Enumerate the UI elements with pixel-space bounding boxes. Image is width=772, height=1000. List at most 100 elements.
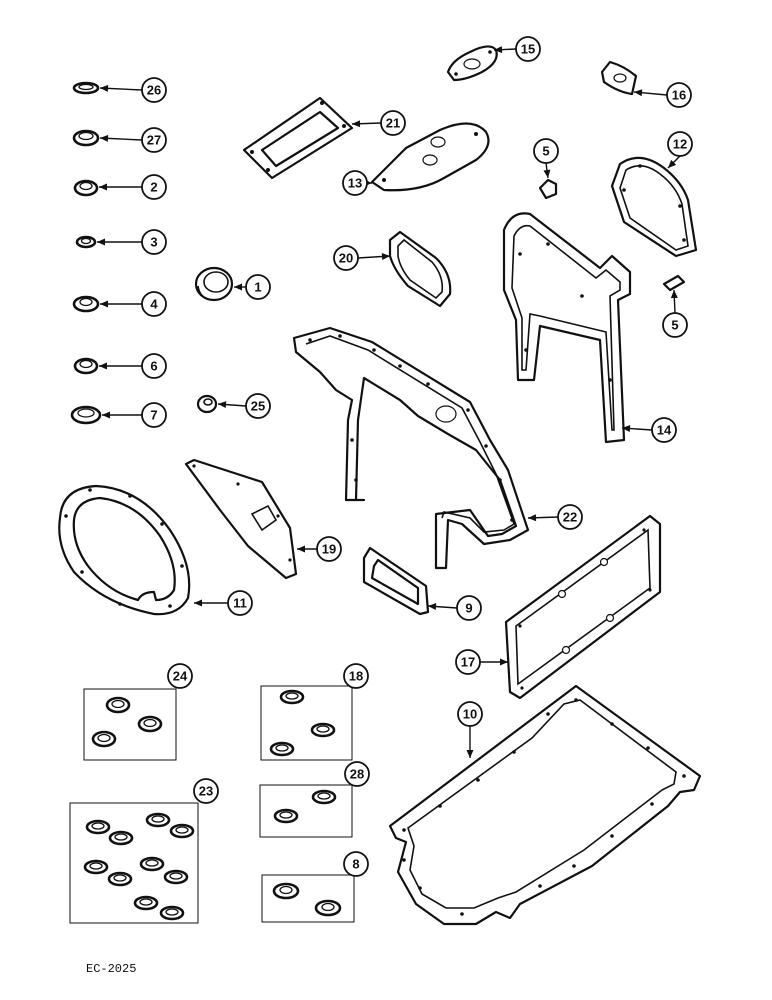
- svg-text:27: 27: [147, 133, 161, 148]
- svg-text:16: 16: [672, 88, 686, 103]
- callout-17: 17: [455, 649, 481, 675]
- gasket-19: [184, 458, 298, 580]
- callout-26: 26: [141, 77, 167, 103]
- callout-21: 21: [380, 110, 406, 136]
- svg-text:18: 18: [349, 669, 363, 684]
- svg-text:26: 26: [147, 83, 161, 98]
- pad-5-lower: [662, 274, 686, 292]
- callout-6: 6: [141, 353, 167, 379]
- gasket-13: [370, 122, 490, 192]
- lip-seal-1: [194, 266, 234, 302]
- pad-5-upper: [538, 178, 558, 200]
- svg-text:21: 21: [386, 116, 400, 131]
- callout-28: 28: [344, 761, 370, 787]
- callout-4: 4: [141, 291, 167, 317]
- svg-text:5: 5: [542, 144, 549, 159]
- svg-text:1: 1: [254, 280, 261, 295]
- callout-19: 19: [316, 536, 342, 562]
- arrowhead: [500, 658, 508, 666]
- callout-22: 22: [557, 504, 583, 530]
- seal-4: [72, 295, 100, 313]
- callout-24: 24: [167, 663, 193, 689]
- callout-12: 12: [667, 131, 693, 157]
- callout-14: 14: [651, 417, 677, 443]
- seal-3: [75, 235, 97, 249]
- callout-7: 7: [141, 402, 167, 428]
- arrowhead: [234, 283, 242, 291]
- arrowhead: [494, 46, 503, 54]
- arrowhead: [466, 750, 474, 758]
- gasket-10: [388, 684, 702, 926]
- arrowhead: [622, 425, 631, 433]
- svg-text:2: 2: [150, 180, 157, 195]
- grommet-25: [196, 394, 218, 414]
- arrowhead: [297, 545, 305, 553]
- arrowhead: [100, 134, 109, 142]
- gasket-12: [610, 156, 698, 258]
- seal-26: [72, 81, 100, 95]
- callout-10: 10: [457, 701, 483, 727]
- svg-text:5: 5: [671, 318, 678, 333]
- seal-27: [72, 129, 100, 147]
- arrowhead: [670, 290, 678, 299]
- gasket-17: [504, 514, 662, 700]
- callout-25: 25: [245, 393, 271, 419]
- arrowhead: [194, 599, 202, 607]
- callout-8: 8: [343, 851, 369, 877]
- callout-2: 2: [141, 174, 167, 200]
- seal-2: [73, 179, 99, 197]
- gasket-14: [502, 212, 632, 444]
- callout-9: 9: [456, 595, 482, 621]
- svg-text:14: 14: [657, 423, 672, 438]
- kit-23: [69, 802, 199, 924]
- callout-11: 11: [227, 590, 253, 616]
- callout-13: 13: [342, 170, 368, 196]
- svg-text:20: 20: [339, 251, 353, 266]
- gasket-11: [58, 484, 191, 616]
- arrowhead: [634, 89, 643, 97]
- arrowhead: [99, 183, 107, 191]
- callout-18: 18: [343, 663, 369, 689]
- kit-8: [261, 874, 355, 923]
- svg-text:23: 23: [199, 784, 213, 799]
- svg-text:9: 9: [465, 601, 472, 616]
- svg-text:11: 11: [233, 596, 247, 611]
- arrowhead: [381, 253, 390, 260]
- callout-1: 1: [245, 274, 271, 300]
- callout-3: 3: [141, 229, 167, 255]
- svg-text:24: 24: [173, 669, 188, 684]
- svg-text:3: 3: [150, 235, 157, 250]
- kit-18: [260, 685, 353, 761]
- arrowhead: [352, 120, 361, 128]
- svg-text:15: 15: [521, 42, 535, 57]
- svg-text:6: 6: [150, 359, 157, 374]
- arrowhead: [100, 300, 108, 308]
- gasket-21: [242, 96, 354, 180]
- svg-text:8: 8: [352, 857, 359, 872]
- reference-code: EC-2025: [86, 962, 137, 976]
- svg-text:25: 25: [251, 399, 265, 414]
- svg-text:7: 7: [150, 408, 157, 423]
- callout-27: 27: [141, 127, 167, 153]
- arrowhead: [100, 84, 109, 92]
- gasket-9: [362, 546, 430, 616]
- svg-text:22: 22: [563, 510, 577, 525]
- gasket-20: [388, 230, 452, 308]
- arrowhead: [543, 169, 551, 178]
- svg-text:10: 10: [463, 707, 477, 722]
- callout-20: 20: [333, 245, 359, 271]
- svg-text:19: 19: [322, 542, 336, 557]
- svg-text:12: 12: [673, 137, 687, 152]
- svg-text:13: 13: [348, 176, 362, 191]
- arrowhead: [428, 603, 437, 611]
- arrowhead: [668, 159, 677, 168]
- callout-23: 23: [193, 778, 219, 804]
- arrowhead: [99, 362, 107, 370]
- arrowhead: [528, 514, 537, 522]
- gasket-15: [446, 45, 498, 82]
- arrowhead: [218, 401, 227, 409]
- seal-7: [70, 405, 102, 425]
- gasket-22: [292, 326, 530, 570]
- callout-5-lower: 5: [662, 312, 688, 338]
